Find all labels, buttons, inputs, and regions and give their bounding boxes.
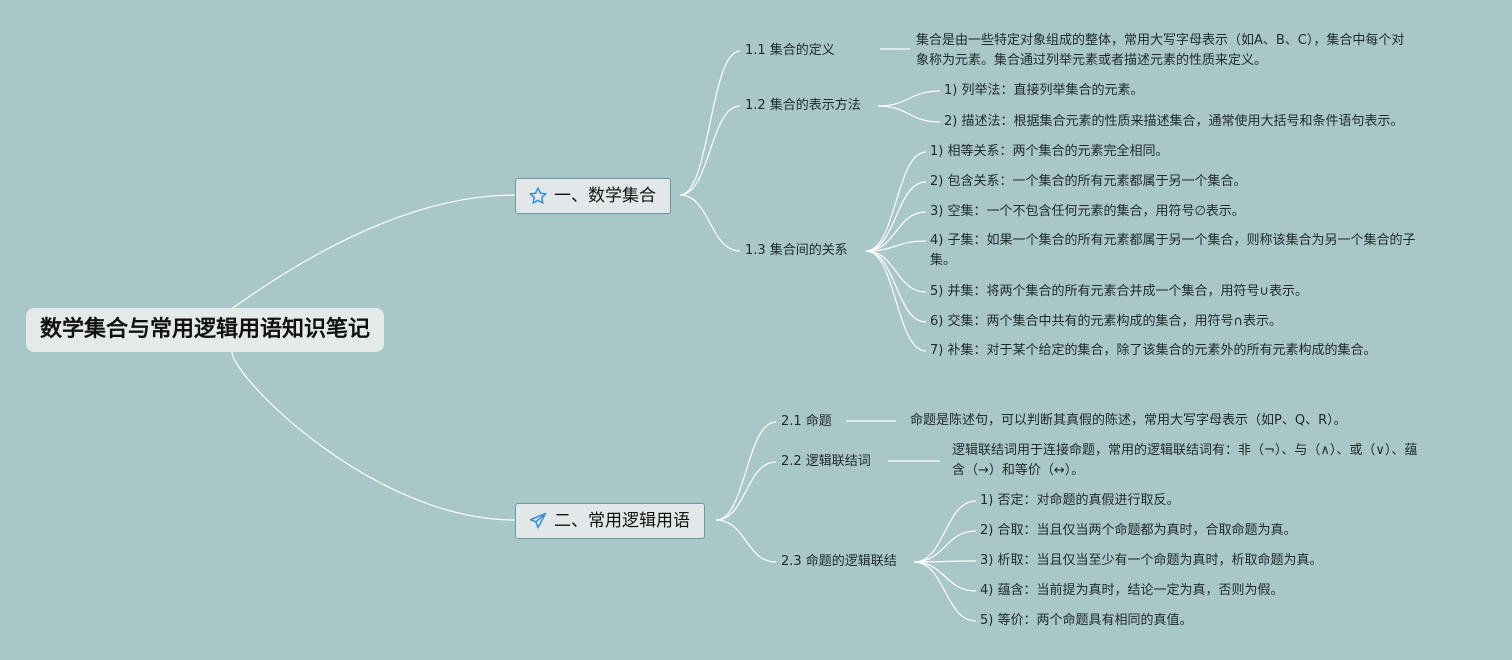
- detail-complement[interactable]: 7) 补集：对于某个给定的集合，除了该集合的元素外的所有元素构成的集合。: [930, 343, 1377, 358]
- connector-line: [679, 50, 741, 196]
- connector-line: [715, 519, 777, 563]
- connector-line: [865, 151, 927, 252]
- detail-roster-method[interactable]: 1) 列举法：直接列举集合的元素。: [944, 83, 1144, 98]
- connector-line: [877, 90, 941, 107]
- detail-subset[interactable]: 4) 子集：如果一个集合的所有元素都属于另一个集合，则称该集合为另一个集合的子集…: [930, 233, 1416, 268]
- connector-line: [679, 194, 741, 252]
- star-icon: [528, 186, 548, 206]
- detail-implication[interactable]: 4) 蕴含：当前提为真时，结论一定为真，否则为假。: [980, 583, 1284, 598]
- connector-line: [865, 181, 927, 252]
- connector-line: [231, 351, 516, 521]
- connector-line: [679, 105, 741, 196]
- connector-line: [865, 250, 927, 352]
- connector-line: [865, 211, 927, 252]
- connector-line: [865, 250, 927, 323]
- detail-disjunction[interactable]: 3) 析取：当且仅当至少有一个命题为真时，析取命题为真。: [980, 553, 1323, 568]
- detail-equality[interactable]: 1) 相等关系：两个集合的元素完全相同。: [930, 144, 1169, 159]
- connector-line: [913, 530, 977, 563]
- detail-connectives[interactable]: 逻辑联结词用于连接命题，常用的逻辑联结词有：非（¬）、与（∧）、或（∨）、蕴含（…: [952, 443, 1418, 478]
- branch-topic-sets[interactable]: 一、数学集合: [515, 178, 671, 214]
- connector-line: [865, 240, 927, 252]
- connector-line: [913, 500, 977, 563]
- subtopic-connectives[interactable]: 2.2 逻辑联结词: [781, 454, 871, 469]
- detail-inclusion[interactable]: 2) 包含关系：一个集合的所有元素都属于另一个集合。: [930, 174, 1247, 189]
- detail-proposition[interactable]: 命题是陈述句，可以判断其真假的陈述，常用大写字母表示（如P、Q、R）。: [910, 413, 1347, 428]
- subtopic-set-relations[interactable]: 1.3 集合间的关系: [745, 243, 848, 258]
- connector-line: [865, 250, 927, 293]
- subtopic-proposition[interactable]: 2.1 命题: [781, 414, 832, 429]
- detail-intersection[interactable]: 6) 交集：两个集合中共有的元素构成的集合，用符号∩表示。: [930, 314, 1282, 329]
- root-topic[interactable]: 数学集合与常用逻辑用语知识笔记: [26, 308, 385, 352]
- connector-line: [913, 561, 977, 592]
- branch-topic-logic[interactable]: 二、常用逻辑用语: [515, 503, 705, 539]
- connector-line: [231, 194, 516, 309]
- detail-equivalence[interactable]: 5) 等价：两个命题具有相同的真值。: [980, 613, 1193, 628]
- branch-label: 二、常用逻辑用语: [554, 511, 690, 531]
- detail-conjunction[interactable]: 2) 合取：当且仅当两个命题都为真时，合取命题为真。: [980, 523, 1297, 538]
- connector-line: [715, 461, 777, 521]
- branch-label: 一、数学集合: [554, 186, 656, 206]
- paper-plane-icon: [528, 511, 548, 531]
- subtopic-set-representation[interactable]: 1.2 集合的表示方法: [745, 98, 861, 113]
- detail-empty-set[interactable]: 3) 空集：一个不包含任何元素的集合，用符号∅表示。: [930, 204, 1245, 219]
- detail-description-method[interactable]: 2) 描述法：根据集合元素的性质来描述集合，通常使用大括号和条件语句表示。: [944, 114, 1404, 129]
- subtopic-set-definition[interactable]: 1.1 集合的定义: [745, 43, 835, 58]
- detail-set-definition[interactable]: 集合是由一些特定对象组成的整体，常用大写字母表示（如A、B、C），集合中每个对象…: [916, 33, 1405, 68]
- detail-union[interactable]: 5) 并集：将两个集合的所有元素合并成一个集合，用符号∪表示。: [930, 284, 1308, 299]
- connector-line: [715, 421, 777, 521]
- connector-line: [877, 105, 941, 123]
- connector-line: [913, 561, 977, 622]
- detail-negation[interactable]: 1) 否定：对命题的真假进行取反。: [980, 493, 1180, 508]
- subtopic-logical-connection[interactable]: 2.3 命题的逻辑联结: [781, 554, 897, 569]
